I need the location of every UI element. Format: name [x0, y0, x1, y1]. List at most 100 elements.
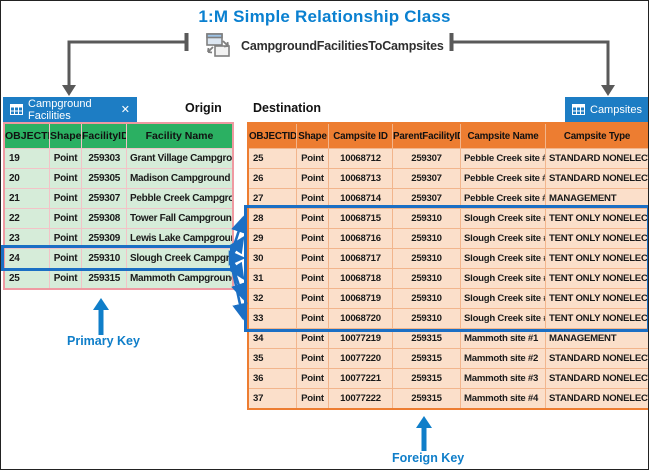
column-header[interactable]: OBJECTID	[5, 124, 50, 148]
table-cell: 29	[249, 228, 297, 248]
table-cell: Slough Creek site #6	[461, 308, 546, 328]
relationship-class-icon	[206, 33, 230, 57]
table-cell: Mammoth site #3	[461, 368, 546, 388]
table-cell: 35	[249, 348, 297, 368]
table-cell: STANDARD NONELECTRIC	[546, 348, 648, 368]
table-cell: Point	[297, 308, 329, 328]
foreign-key-label: Foreign Key	[392, 451, 465, 465]
table-cell: Point	[297, 228, 329, 248]
table-cell: Point	[50, 168, 82, 188]
table-cell: 259310	[393, 208, 461, 228]
table-cell: TENT ONLY NONELECTRIC	[546, 308, 648, 328]
table-cell: Mammoth Campground	[127, 268, 232, 288]
table-icon	[10, 104, 23, 115]
column-header[interactable]: ParentFacilityID	[393, 124, 461, 148]
table-cell: Point	[297, 348, 329, 368]
relationship-class-name: CampgroundFacilitiesToCampsites	[241, 39, 444, 53]
table-cell: Slough Creek site #4	[461, 268, 546, 288]
table-cell: 33	[249, 308, 297, 328]
primary-key-label: Primary Key	[67, 334, 140, 348]
table-cell: 259315	[82, 268, 127, 288]
close-icon[interactable]: ✕	[120, 104, 130, 116]
column-header[interactable]: Facility Name	[127, 124, 232, 148]
destination-role-label: Destination	[253, 101, 322, 115]
table-cell: Mammoth site #4	[461, 388, 546, 408]
column-header[interactable]: OBJECTID	[249, 124, 297, 148]
table-cell: Pebble Creek Campground	[127, 188, 232, 208]
table-cell: Point	[50, 268, 82, 288]
table-cell: 259308	[82, 208, 127, 228]
table-cell: 21	[5, 188, 50, 208]
table-cell: 259315	[393, 348, 461, 368]
table-cell: Slough Creek site #3	[461, 248, 546, 268]
table-cell: 259310	[393, 228, 461, 248]
table-cell: 32	[249, 288, 297, 308]
column-header[interactable]: Shape	[50, 124, 82, 148]
table-cell: 22	[5, 208, 50, 228]
column-header[interactable]: FacilityID	[82, 124, 127, 148]
table-cell: Madison Campground	[127, 168, 232, 188]
table-cell: TENT ONLY NONELECTRIC	[546, 208, 648, 228]
table-cell: Slough Creek Campground	[127, 248, 232, 268]
table-cell: MANAGEMENT	[546, 328, 648, 348]
column-header[interactable]: Shape	[297, 124, 329, 148]
tab-campground-facilities[interactable]: Campground Facilities ✕	[3, 97, 137, 122]
campground-facilities-table: OBJECTIDShapeFacilityIDFacility Name 19P…	[3, 122, 234, 290]
table-cell: 259309	[82, 228, 127, 248]
table-cell: 34	[249, 328, 297, 348]
tab-title: Campsites	[590, 103, 642, 116]
table-cell: Pebble Creek site #25	[461, 148, 546, 168]
table-cell: 19	[5, 148, 50, 168]
table-cell: 10068719	[329, 288, 393, 308]
foreign-key-arrowhead-icon	[416, 416, 432, 428]
column-header[interactable]: Campsite ID	[329, 124, 393, 148]
column-header[interactable]: Campsite Name	[461, 124, 546, 148]
tab-campsites[interactable]: Campsites ✕	[565, 97, 648, 122]
origin-role-label: Origin	[185, 101, 222, 115]
table-cell: Pebble Creek site #26	[461, 168, 546, 188]
table-cell: TENT ONLY NONELECTRIC	[546, 248, 648, 268]
relationship-header: CampgroundFacilitiesToCampsites	[203, 33, 444, 59]
table-cell: Grant Village Campground	[127, 148, 232, 168]
table-cell: Point	[297, 268, 329, 288]
table-cell: 10068712	[329, 148, 393, 168]
table-cell: Slough Creek site #2	[461, 228, 546, 248]
table-cell: Point	[297, 188, 329, 208]
table-cell: Point	[50, 208, 82, 228]
table-cell: 10068714	[329, 188, 393, 208]
table-cell: TENT ONLY NONELECTRIC	[546, 228, 648, 248]
column-header[interactable]: Campsite Type	[546, 124, 648, 148]
table-cell: 28	[249, 208, 297, 228]
table-cell: 10077219	[329, 328, 393, 348]
table-cell: 24	[5, 248, 50, 268]
table-cell: TENT ONLY NONELECTRIC	[546, 288, 648, 308]
table-cell: 10068720	[329, 308, 393, 328]
table-cell: Point	[50, 148, 82, 168]
table-cell: 10077220	[329, 348, 393, 368]
table-cell: Mammoth site #2	[461, 348, 546, 368]
table-cell: MANAGEMENT	[546, 188, 648, 208]
page-title: 1:M Simple Relationship Class	[198, 7, 451, 26]
table-cell: Pebble Creek site #27	[461, 188, 546, 208]
